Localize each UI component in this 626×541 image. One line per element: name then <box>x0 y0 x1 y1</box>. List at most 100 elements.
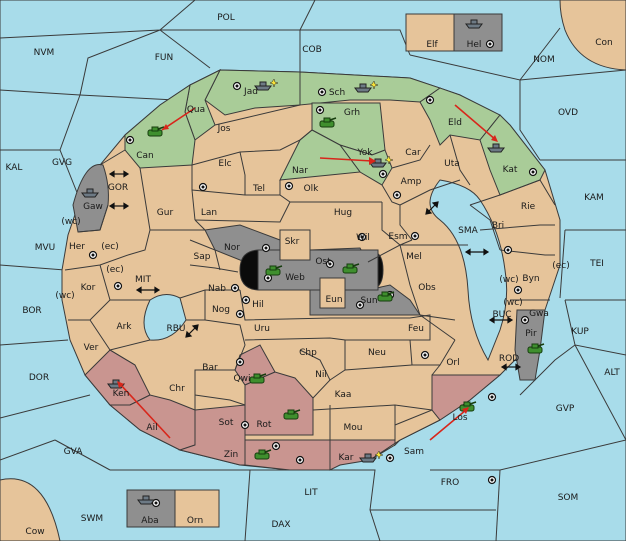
army-unit-grh[interactable] <box>319 117 337 128</box>
fleet-unit-gaw[interactable] <box>81 188 99 198</box>
army-unit-pir[interactable] <box>527 343 545 354</box>
label-kal: KAL <box>6 163 23 173</box>
army-unit-sun[interactable] <box>377 291 395 302</box>
province-can[interactable] <box>124 83 196 169</box>
sc-kar <box>385 453 395 463</box>
fleet-unit-aba[interactable] <box>137 495 155 505</box>
label-sot: Sot <box>219 418 234 428</box>
label-rie: Rie <box>521 202 536 212</box>
label-fro: FRO <box>441 478 460 488</box>
outer-sea-labels: POL NVM FUN COB NOM Con OVD KAL GVG KAM … <box>6 13 621 537</box>
province-kat[interactable] <box>479 114 546 196</box>
province-skr[interactable] <box>279 229 311 261</box>
sc-web <box>263 273 273 283</box>
canal-sma-1 <box>425 201 439 215</box>
sc-zin <box>295 455 305 465</box>
supply-centers <box>88 39 538 508</box>
label-mel: Mel <box>406 252 422 262</box>
canal-gor <box>108 170 130 178</box>
label-lan: Lan <box>201 208 217 218</box>
coast-labels: (wc) (ec) (ec) (wc) (wc) (ec) (wc) <box>55 217 569 308</box>
sc-kat <box>528 167 538 177</box>
province-zin-2 <box>244 439 331 471</box>
province-pir[interactable] <box>514 309 546 381</box>
army-unit-can[interactable] <box>147 126 165 137</box>
label-swm: SWM <box>81 514 103 524</box>
label-elc: Elc <box>218 159 231 169</box>
inner-sea-sma[interactable] <box>429 179 508 362</box>
label-kat: Kat <box>503 165 518 175</box>
label-cow: Cow <box>25 527 44 537</box>
sc-wil <box>357 232 367 242</box>
label-skr: Skr <box>285 237 300 247</box>
label-uru: Uru <box>254 324 270 334</box>
province-eun[interactable] <box>319 277 346 309</box>
label-sma: SMA <box>458 226 478 236</box>
label-mou: Mou <box>344 423 363 433</box>
order-arrows <box>117 104 498 441</box>
island-labels: Elf Hel Aba Orn <box>141 40 481 526</box>
label-chp: Chp <box>299 348 317 358</box>
label-rot: Rot <box>257 420 272 430</box>
sc-hel <box>485 39 495 49</box>
sc-bri <box>503 245 513 255</box>
fleet-unit-kat[interactable] <box>487 143 505 153</box>
province-con[interactable] <box>559 0 626 71</box>
label-ec-her: (ec) <box>101 242 119 252</box>
inner-sea-labels: GOR MIT RBU SMA BUC ROD <box>108 183 519 364</box>
canal-gaw-her <box>108 202 130 210</box>
island-orn[interactable] <box>174 489 220 528</box>
inner-sea-rbu[interactable] <box>143 294 187 341</box>
label-qwi: Qwi <box>234 374 251 384</box>
label-ec-kor: (ec) <box>106 265 124 275</box>
sc-los <box>487 392 497 402</box>
label-kor: Kor <box>81 283 96 293</box>
label-gva: GVA <box>64 447 84 457</box>
sc-olk <box>284 181 294 191</box>
label-mvu: MVU <box>35 243 56 253</box>
island-aba[interactable] <box>126 489 176 528</box>
label-rbu: RBU <box>166 324 185 334</box>
island-elf[interactable] <box>405 13 455 52</box>
label-ovd: OVD <box>558 108 578 118</box>
label-wc-gwa: (wc) <box>503 298 522 308</box>
sc-nor <box>261 243 271 253</box>
label-rod: ROD <box>499 354 519 364</box>
fleet-unit-hel[interactable] <box>465 19 483 29</box>
label-olk: Olk <box>304 184 320 194</box>
canal-markers <box>108 170 522 371</box>
order-arrow-ail-ken <box>117 381 171 439</box>
label-grh: Grh <box>344 108 360 118</box>
label-web: Web <box>285 273 305 283</box>
label-con: Con <box>595 38 613 48</box>
sc-orn <box>151 498 161 508</box>
province-gaw[interactable] <box>72 164 109 233</box>
canal-buc <box>488 316 514 324</box>
fleet-unit-sch[interactable] <box>354 80 379 93</box>
label-wc-her: (wc) <box>61 217 80 227</box>
fleet-unit-jad[interactable] <box>254 78 279 91</box>
army-unit-web[interactable] <box>265 265 283 276</box>
label-gor: GOR <box>108 183 128 193</box>
sc-hil <box>241 295 251 305</box>
label-gaw: Gaw <box>83 202 103 212</box>
army-unit-rot[interactable] <box>283 409 301 420</box>
sc-fro <box>487 475 497 485</box>
label-gur: Gur <box>157 208 174 218</box>
sc-esm <box>410 231 420 241</box>
sc-sch <box>317 87 327 97</box>
canal-rod <box>500 363 522 371</box>
army-unit-qwi[interactable] <box>249 373 267 384</box>
army-unit-zin[interactable] <box>254 449 272 460</box>
army-unit-ost[interactable] <box>342 263 360 274</box>
fleet-unit-kar[interactable] <box>359 450 384 463</box>
label-wil: Wil <box>356 233 370 243</box>
label-jad: Jad <box>243 87 258 97</box>
label-ver: Ver <box>84 343 99 353</box>
label-gvg: GVG <box>52 158 72 168</box>
label-los: Los <box>452 413 467 423</box>
label-yok: Yok <box>356 148 373 158</box>
sc-can <box>125 135 135 145</box>
label-nor: Nor <box>224 243 240 253</box>
